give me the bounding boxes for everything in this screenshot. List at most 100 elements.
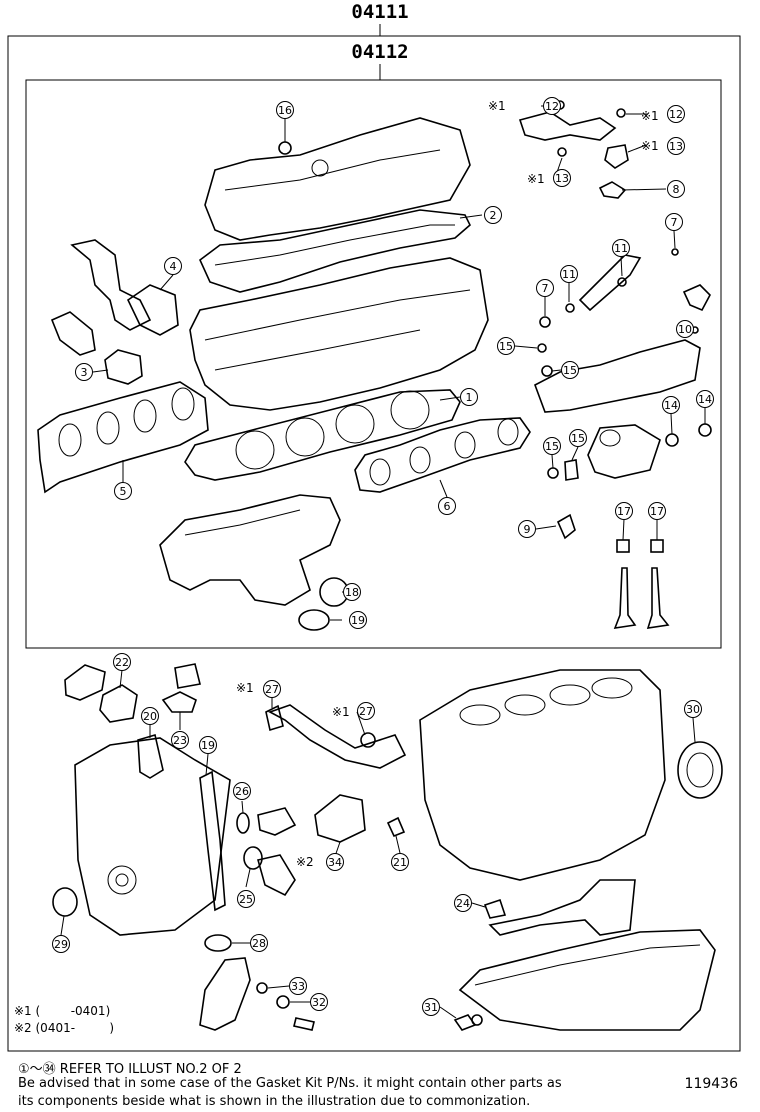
callout-number: 31 bbox=[424, 1001, 438, 1014]
note-mark-12b: ※1 bbox=[641, 109, 659, 123]
callout-c17a: 17 bbox=[615, 502, 633, 520]
injector-bracket bbox=[578, 254, 642, 312]
callout-circle bbox=[518, 520, 536, 538]
callout-number: 23 bbox=[173, 734, 187, 747]
pressure-regulator bbox=[682, 284, 711, 312]
grommet-7b bbox=[671, 248, 679, 256]
callout-circle bbox=[553, 169, 571, 187]
water-outlet-gasket bbox=[126, 284, 179, 336]
oil-filter-stand bbox=[199, 957, 251, 1031]
callout-number: 11 bbox=[562, 268, 576, 281]
gasket-24 bbox=[483, 898, 507, 919]
callout-circle bbox=[171, 731, 189, 749]
callout-c7b: 7 bbox=[665, 213, 683, 231]
callout-circle bbox=[113, 653, 131, 671]
oil-seal-26 bbox=[236, 812, 250, 834]
callout-c13a: 13 bbox=[553, 169, 571, 187]
cylinder-head-cover bbox=[204, 117, 471, 241]
callout-number: 15 bbox=[571, 432, 585, 445]
callout-c3: 3 bbox=[75, 363, 93, 381]
gasket-9 bbox=[556, 513, 576, 540]
oil-pump bbox=[257, 807, 297, 836]
water-bypass-pipe bbox=[268, 704, 407, 769]
callout-number: 9 bbox=[524, 523, 531, 536]
footer-advice-line-1: Be advised that in some case of the Gask… bbox=[18, 1076, 562, 1091]
callout-circle bbox=[667, 180, 685, 198]
gasket-27a bbox=[265, 704, 284, 732]
timing-gasket-19 bbox=[199, 770, 226, 912]
callout-circle bbox=[276, 101, 294, 119]
callout-circle bbox=[536, 279, 554, 297]
insulator-15c bbox=[547, 467, 559, 479]
delivery-pipe bbox=[534, 339, 701, 413]
callout-c10: 10 bbox=[676, 320, 694, 338]
water-outlet bbox=[70, 239, 152, 331]
callout-c15c: 15 bbox=[543, 437, 561, 455]
illustration-number: 119436 bbox=[684, 1076, 738, 1092]
intake-manifold-gasket bbox=[354, 417, 531, 493]
callout-c17b: 17 bbox=[648, 502, 666, 520]
callout-c21: 21 bbox=[391, 853, 409, 871]
oil-seal-29 bbox=[52, 887, 78, 917]
callout-circle bbox=[454, 894, 472, 912]
callout-number: 27 bbox=[359, 705, 373, 718]
callout-circle bbox=[141, 707, 159, 725]
callout-circle bbox=[484, 206, 502, 224]
callout-number: 11 bbox=[614, 242, 628, 255]
rear-oil-seal-30 bbox=[677, 741, 723, 799]
inner-kit-frame bbox=[25, 79, 722, 649]
callout-number: 22 bbox=[115, 656, 129, 669]
callout-number: 14 bbox=[698, 393, 712, 406]
callout-c19a: 19 bbox=[349, 611, 367, 629]
callout-c27a: 27 bbox=[263, 680, 281, 698]
callout-number: 28 bbox=[252, 937, 266, 950]
grommet-7a bbox=[539, 316, 551, 328]
callout-circle bbox=[543, 97, 561, 115]
callout-circle bbox=[114, 482, 132, 500]
washer-13a bbox=[557, 147, 567, 157]
callout-number: 27 bbox=[265, 683, 279, 696]
o-ring-14b bbox=[698, 423, 712, 437]
note-mark-27a: ※1 bbox=[236, 681, 254, 695]
callout-circle bbox=[164, 257, 182, 275]
insulator-15a bbox=[537, 343, 547, 353]
callout-c12b: 12 bbox=[667, 105, 685, 123]
footer-refer-note: ①～㉞ REFER TO ILLUST NO.2 OF 2 bbox=[18, 1062, 242, 1077]
gasket-31-washer bbox=[471, 1014, 483, 1026]
callout-number: 34 bbox=[328, 856, 342, 869]
thermostat-housing bbox=[50, 311, 96, 356]
gasket-23 bbox=[161, 691, 197, 713]
kit-number-outer: 04111 bbox=[351, 1, 408, 23]
callout-c6: 6 bbox=[438, 497, 456, 515]
callout-c33: 33 bbox=[289, 977, 307, 995]
o-ring-28 bbox=[204, 934, 232, 952]
callout-circle bbox=[422, 998, 440, 1016]
callout-circle bbox=[75, 363, 93, 381]
callout-number: 10 bbox=[678, 323, 692, 336]
callout-circle bbox=[648, 502, 666, 520]
callout-circle bbox=[237, 890, 255, 908]
callout-number: 12 bbox=[669, 108, 683, 121]
callout-number: 29 bbox=[54, 938, 68, 951]
insulator-15b bbox=[541, 365, 553, 377]
cylinder-head bbox=[189, 257, 489, 411]
valve-a bbox=[613, 567, 637, 629]
cover-gasket bbox=[199, 209, 471, 293]
callout-number: 7 bbox=[671, 216, 678, 229]
callout-c15a: 15 bbox=[497, 337, 515, 355]
callout-circle bbox=[612, 239, 630, 257]
o-ring-11b bbox=[617, 277, 627, 287]
callout-c16: 16 bbox=[276, 101, 294, 119]
callout-c9: 9 bbox=[518, 520, 536, 538]
gasket-22 bbox=[99, 684, 138, 723]
legend-line-1: ※1 ( -0401) bbox=[14, 1004, 111, 1018]
callout-number: 24 bbox=[456, 897, 470, 910]
callout-c12a: 12 bbox=[543, 97, 561, 115]
oil-pan bbox=[458, 929, 716, 1031]
callout-c30: 30 bbox=[684, 700, 702, 718]
callout-circle bbox=[667, 137, 685, 155]
note-mark-13a: ※1 bbox=[527, 172, 545, 186]
gasket-ring-19 bbox=[298, 609, 330, 631]
timing-cover bbox=[74, 737, 231, 936]
